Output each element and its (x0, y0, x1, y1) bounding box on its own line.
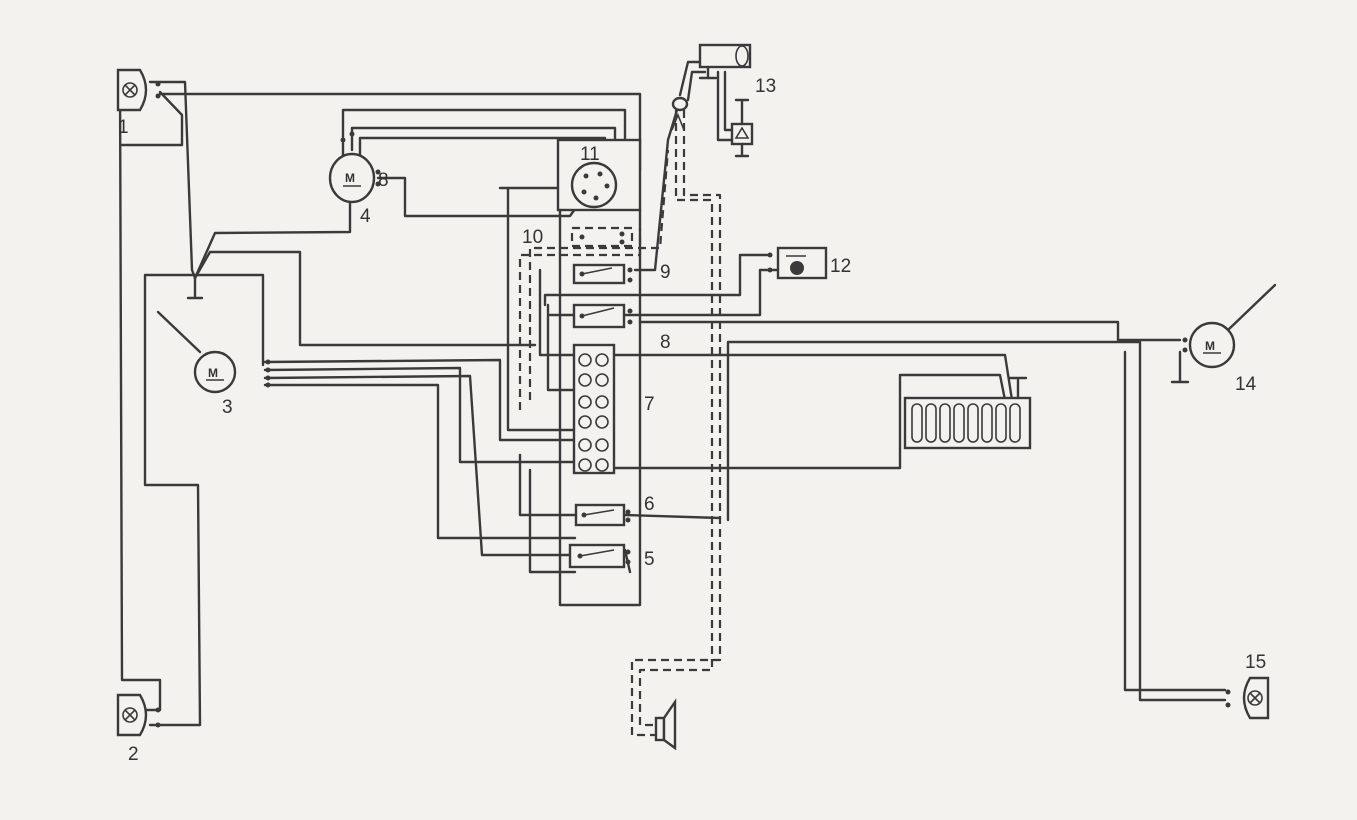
wire-left-trunk (118, 78, 162, 712)
motor-3: M (156, 310, 271, 394)
wire-13-aux2 (723, 70, 734, 132)
switch-5 (568, 543, 631, 569)
wire-to-motor14 (193, 250, 537, 347)
label-motor-4: 4 (360, 206, 371, 227)
label-motor-3: 3 (222, 397, 233, 418)
wire-9-side-b (538, 268, 577, 357)
wire-8-side (546, 303, 577, 392)
dashed-7-10-b (528, 149, 670, 400)
wire-motor4-ground (193, 193, 352, 280)
label-switch-5: 5 (644, 549, 655, 570)
label-switch-8: 8 (660, 332, 671, 353)
lamp-2 (116, 693, 161, 737)
dashed-horn-b (630, 110, 722, 737)
svg-text:M: M (208, 366, 218, 380)
label-switch-9: 9 (660, 262, 671, 283)
label-unit-13: 13 (755, 76, 776, 97)
switch-11 (556, 138, 642, 212)
wire-lamp15-feed (1123, 350, 1227, 692)
wire-9-side (633, 98, 682, 272)
unit-13 (698, 43, 754, 158)
wire-13-b (686, 70, 707, 102)
label-unit-12: 12 (830, 256, 851, 277)
fuse-box-7 (572, 343, 616, 475)
svg-text:M: M (1205, 339, 1215, 353)
svg-text:M: M (345, 171, 355, 185)
label-lamp-1: 1 (118, 117, 129, 138)
wire-bus-14-mid (726, 340, 1227, 702)
label-switch-11: 11 (580, 144, 600, 165)
connector-13 (671, 96, 689, 131)
label-motor-4-8: 8 (378, 170, 389, 191)
wire-lamp2-feed (143, 273, 265, 727)
label-lamp-15: 15 (1245, 652, 1266, 673)
heater-element (903, 378, 1032, 450)
motor-14: M (1170, 283, 1277, 384)
ground-symbol-left (186, 276, 204, 300)
wire-motor3-out1 (263, 358, 577, 442)
wire-motor3-out4 (263, 383, 577, 540)
label-switch-10: 10 (522, 227, 543, 248)
wire-motor4-side (376, 176, 587, 218)
wire-heater-feed (583, 373, 1007, 470)
unit-12 (767, 246, 828, 280)
wire-motor3-out3 (263, 374, 577, 557)
wire-lamp1-top (148, 80, 197, 280)
wire-13-aux (716, 70, 734, 142)
switch-8 (572, 303, 633, 329)
wire-motor3-out2 (263, 366, 577, 464)
wire-to-unit12-a (543, 253, 772, 307)
horn (654, 698, 677, 751)
wire-bus-14-upper (638, 320, 1182, 342)
lamp-1 (116, 68, 161, 112)
switch-9 (572, 263, 633, 285)
lamp-15 (1225, 676, 1270, 720)
label-switch-6: 6 (644, 494, 655, 515)
wire-11-down-a (506, 186, 577, 432)
switch-6 (574, 503, 631, 527)
wire-sw5 (528, 468, 577, 574)
motor-4: M (328, 131, 381, 204)
wire-13-a (678, 60, 702, 97)
wire-left-trunk-b (120, 90, 184, 147)
wire-sw6 (518, 453, 577, 517)
dashed-horn-a (638, 110, 714, 727)
label-motor-14: 14 (1235, 374, 1257, 395)
switch-10 (570, 226, 634, 248)
label-fuse-box-7: 7 (644, 394, 655, 415)
wires (118, 60, 1227, 727)
label-lamp-2: 2 (128, 744, 139, 765)
wire-bus-14-lower (603, 353, 1014, 402)
switch-block-housing (558, 208, 642, 607)
